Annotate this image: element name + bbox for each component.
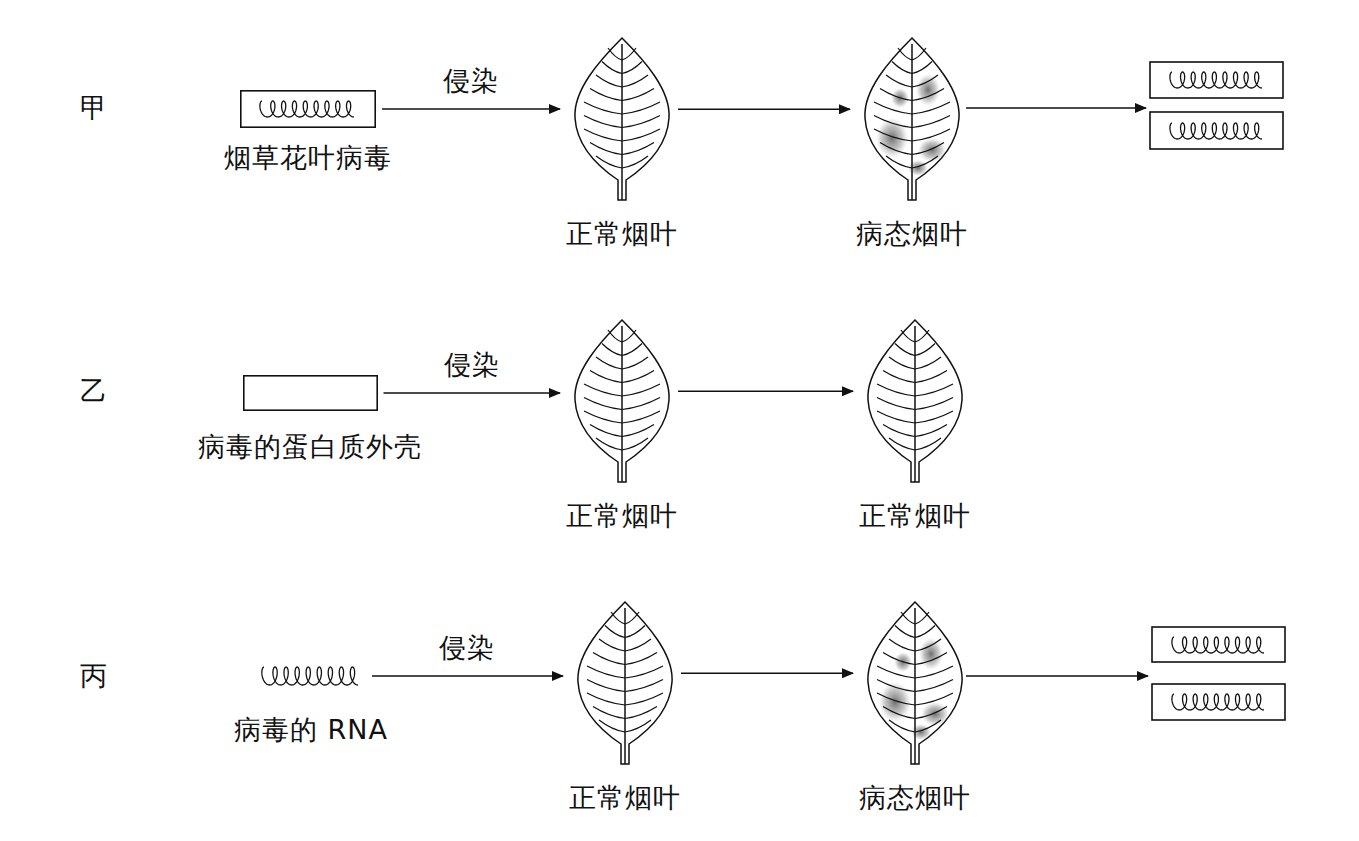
virus-box xyxy=(1152,684,1285,720)
arrow-connector xyxy=(678,108,850,110)
node-shape xyxy=(572,320,672,482)
virus-node: 病毒的蛋白质外壳 xyxy=(198,375,422,463)
arrow-connector xyxy=(678,390,853,392)
rna-coil xyxy=(262,667,358,685)
leaf-node: 正常烟叶 xyxy=(569,602,681,814)
arrow-connector xyxy=(372,675,563,677)
leaf-node: 正常烟叶 xyxy=(566,38,678,250)
arrow-connector xyxy=(382,108,560,110)
rna-coil xyxy=(1170,123,1262,139)
node-caption: 病毒的 RNA xyxy=(234,714,388,746)
edge-label: 侵染 xyxy=(440,65,502,97)
node-caption: 正常烟叶 xyxy=(569,782,681,814)
rna-coil xyxy=(1170,72,1262,88)
node-shape xyxy=(575,602,675,764)
node-shape xyxy=(256,662,366,690)
virus-box xyxy=(1150,112,1283,149)
tobacco-leaf xyxy=(865,38,959,200)
node-shape xyxy=(572,38,672,200)
virus-box xyxy=(243,376,376,410)
virus-node: 烟草花叶病毒 xyxy=(224,90,392,174)
row-label: 丙 xyxy=(80,660,107,692)
node-shape xyxy=(862,38,962,200)
arrow-connector xyxy=(384,392,561,394)
leaf-node: 正常烟叶 xyxy=(859,320,971,532)
node-caption: 正常烟叶 xyxy=(566,500,678,532)
tobacco-leaf xyxy=(575,320,669,482)
node-caption: 正常烟叶 xyxy=(566,218,678,250)
virus-box xyxy=(1152,627,1285,662)
node-caption: 病毒的蛋白质外壳 xyxy=(198,431,422,463)
node-shape xyxy=(240,90,376,128)
row-label: 乙 xyxy=(80,375,107,407)
arrow-connector xyxy=(681,672,853,674)
row-label: 甲 xyxy=(80,92,107,124)
edge-label: 侵染 xyxy=(436,632,498,664)
leaf-node: 病态烟叶 xyxy=(859,602,971,814)
tobacco-leaf xyxy=(575,38,669,200)
rna-coil xyxy=(1172,637,1264,653)
tobacco-leaf xyxy=(578,602,672,764)
virus-box xyxy=(1150,62,1283,98)
node-shape xyxy=(865,602,965,764)
node-shape xyxy=(243,375,378,411)
node-shape xyxy=(865,320,965,482)
node-caption: 烟草花叶病毒 xyxy=(224,142,392,174)
rna-coil xyxy=(1172,694,1264,710)
virus-node: 病毒的 RNA xyxy=(234,662,388,746)
tobacco-leaf xyxy=(868,602,962,764)
tobacco-leaf xyxy=(868,320,962,482)
node-caption: 病态烟叶 xyxy=(856,218,968,250)
virus-box xyxy=(241,91,375,127)
result-arrow xyxy=(966,675,1148,677)
result-arrow xyxy=(966,107,1146,109)
leaf-node: 病态烟叶 xyxy=(856,38,968,250)
rna-coil xyxy=(260,101,354,117)
leaf-node: 正常烟叶 xyxy=(566,320,678,532)
edge-label: 侵染 xyxy=(441,349,503,381)
node-caption: 病态烟叶 xyxy=(859,782,971,814)
node-caption: 正常烟叶 xyxy=(859,500,971,532)
